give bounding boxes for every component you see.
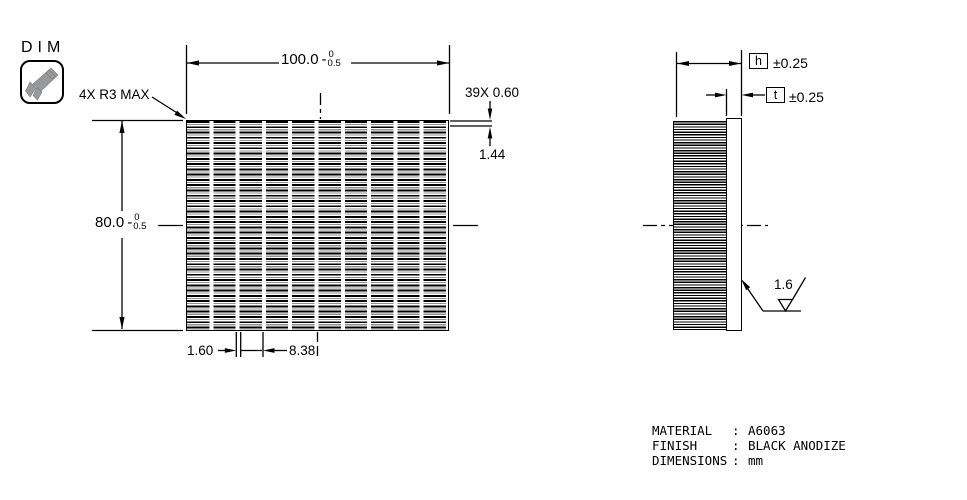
fin-note-callout: [450, 101, 493, 146]
note-row-material: MATERIAL: A6063: [652, 423, 846, 438]
width-tol-lower: 0.5: [327, 58, 341, 69]
side-view-base-plate: [726, 118, 742, 331]
height-tol-upper: 0: [134, 212, 140, 223]
note-value: BLACK ANODIZE: [748, 438, 846, 453]
side-view-fins: [673, 121, 726, 330]
width-value: 100.0: [281, 50, 319, 68]
note-row-dimensions: DIMENSIONS: mm: [652, 453, 846, 468]
base-thickness-tolerance: ±0.25: [789, 89, 824, 105]
fin-height-tolerance: ±0.25: [773, 55, 808, 71]
note-separator: :: [732, 423, 740, 438]
front-view-heatsink-face: [186, 120, 449, 331]
corner-radius-note: 4X R3 MAX: [79, 87, 150, 102]
note-value: A6063: [748, 423, 786, 438]
height-dimension-lines: [92, 119, 183, 332]
note-value: mm: [748, 453, 764, 468]
first-fin-offset-dim: 1.44: [479, 147, 506, 162]
fin-count-note: 39X 0.60: [465, 85, 520, 100]
slot-width-dim: 1.60: [187, 343, 214, 358]
height-minus: -: [127, 213, 133, 231]
note-separator: :: [732, 453, 740, 468]
surface-finish-symbol: [741, 277, 807, 313]
base-thickness-symbol-box: t: [766, 87, 785, 103]
width-dimension-lines: [185, 45, 451, 119]
width-minus: -: [321, 50, 327, 68]
slot-pitch-dim: 8.38: [289, 343, 316, 358]
side-thickness-dimension: [706, 89, 765, 116]
note-separator: :: [732, 438, 740, 453]
surface-roughness-value: 1.6: [774, 277, 793, 292]
slot-dimension-lines: [187, 327, 448, 360]
fin-height-symbol-box: h: [749, 53, 768, 69]
note-label: MATERIAL: [652, 423, 713, 438]
caliper-icon: [25, 67, 59, 101]
dim-badge-label: DIM: [21, 39, 66, 56]
notes-block: MATERIAL: A6063 FINISH: BLACK ANODIZE DIME…: [652, 423, 846, 468]
base-thickness-symbol: t: [773, 88, 778, 102]
fin-height-symbol: h: [755, 54, 762, 68]
height-value: 80.0: [95, 213, 125, 231]
note-label: DIMENSIONS: [652, 453, 728, 468]
width-tol-upper: 0: [328, 49, 334, 60]
height-tol-lower: 0.5: [133, 221, 147, 232]
corner-radius-leader: [151, 96, 186, 119]
side-height-dimension: [675, 50, 743, 117]
note-label: FINISH: [652, 438, 698, 453]
dim-badge: [20, 60, 64, 104]
note-row-finish: FINISH: BLACK ANODIZE: [652, 438, 846, 453]
